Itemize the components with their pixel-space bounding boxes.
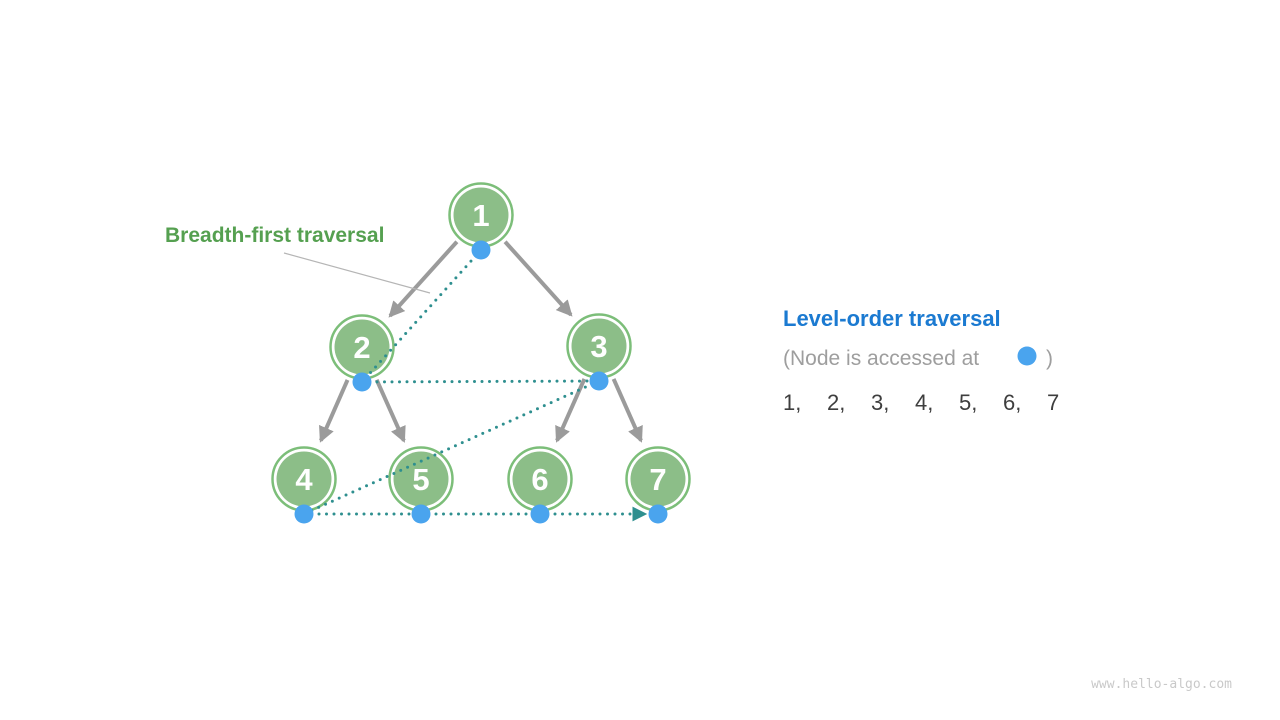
breadth-first-label: Breadth-first traversal — [165, 224, 384, 247]
traversal-sequence: 1, 2, 3, 4, 5, 6, 7 — [783, 390, 1059, 415]
legend-access-dot-icon — [1017, 346, 1037, 366]
sequence-number: 7 — [1047, 390, 1059, 415]
legend: Level-order traversal (Node is accessed … — [783, 306, 1059, 415]
traversal-segment — [360, 379, 601, 384]
watermark: www.hello-algo.com — [1091, 677, 1232, 692]
sequence-number: 1, — [783, 390, 801, 415]
node-value: 4 — [295, 462, 313, 497]
tree-node-6: 6 — [507, 446, 573, 512]
access-dot-node-6 — [530, 504, 550, 524]
tree-edge — [374, 379, 406, 443]
node-value: 6 — [531, 462, 548, 497]
node-circle — [512, 451, 568, 507]
legend-note-suffix: ) — [1046, 347, 1053, 370]
access-dots — [294, 240, 668, 524]
access-dot-node-1 — [471, 240, 491, 260]
node-value: 1 — [472, 198, 489, 233]
access-dot-node-5 — [411, 504, 431, 524]
tree-edges — [319, 240, 643, 443]
access-dot-node-7 — [648, 504, 668, 524]
tree-nodes: 1 2 3 4 5 6 7 — [271, 182, 691, 512]
node-value: 7 — [649, 462, 666, 497]
tree-node-7: 7 — [625, 446, 691, 512]
node-circle — [393, 451, 449, 507]
tree-node-5: 5 — [388, 446, 454, 512]
traversal-segment — [360, 248, 483, 384]
legend-note-prefix: (Node is accessed at — [783, 347, 979, 370]
tree-node-4: 4 — [271, 446, 337, 512]
legend-title: Level-order traversal — [783, 306, 1001, 331]
label-pointer-line — [283, 252, 431, 294]
sequence-number: 2, — [827, 390, 845, 415]
sequence-number: 3, — [871, 390, 889, 415]
sequence-number: 6, — [1003, 390, 1021, 415]
node-circle — [276, 451, 332, 507]
traversal-segment — [302, 379, 601, 516]
node-value: 3 — [590, 329, 607, 364]
node-circle — [334, 319, 390, 375]
access-dot-node-2 — [352, 372, 372, 392]
sequence-number: 5, — [959, 390, 977, 415]
access-dot-node-4 — [294, 504, 314, 524]
tree-edge — [319, 379, 350, 443]
traversal-path — [302, 248, 648, 522]
node-value: 5 — [412, 462, 429, 497]
node-circle — [453, 187, 509, 243]
node-circle — [630, 451, 686, 507]
node-value: 2 — [353, 330, 370, 365]
tree-edge — [555, 378, 587, 443]
node-circle — [571, 318, 627, 374]
tree-node-3: 3 — [566, 313, 632, 379]
sequence-number: 4, — [915, 390, 933, 415]
tree-edge — [388, 240, 459, 318]
tree-node-1: 1 — [448, 182, 514, 248]
tree-node-2: 2 — [329, 314, 395, 380]
tree-edge — [503, 240, 573, 317]
tree-edge — [611, 378, 643, 443]
access-dot-node-3 — [589, 371, 609, 391]
